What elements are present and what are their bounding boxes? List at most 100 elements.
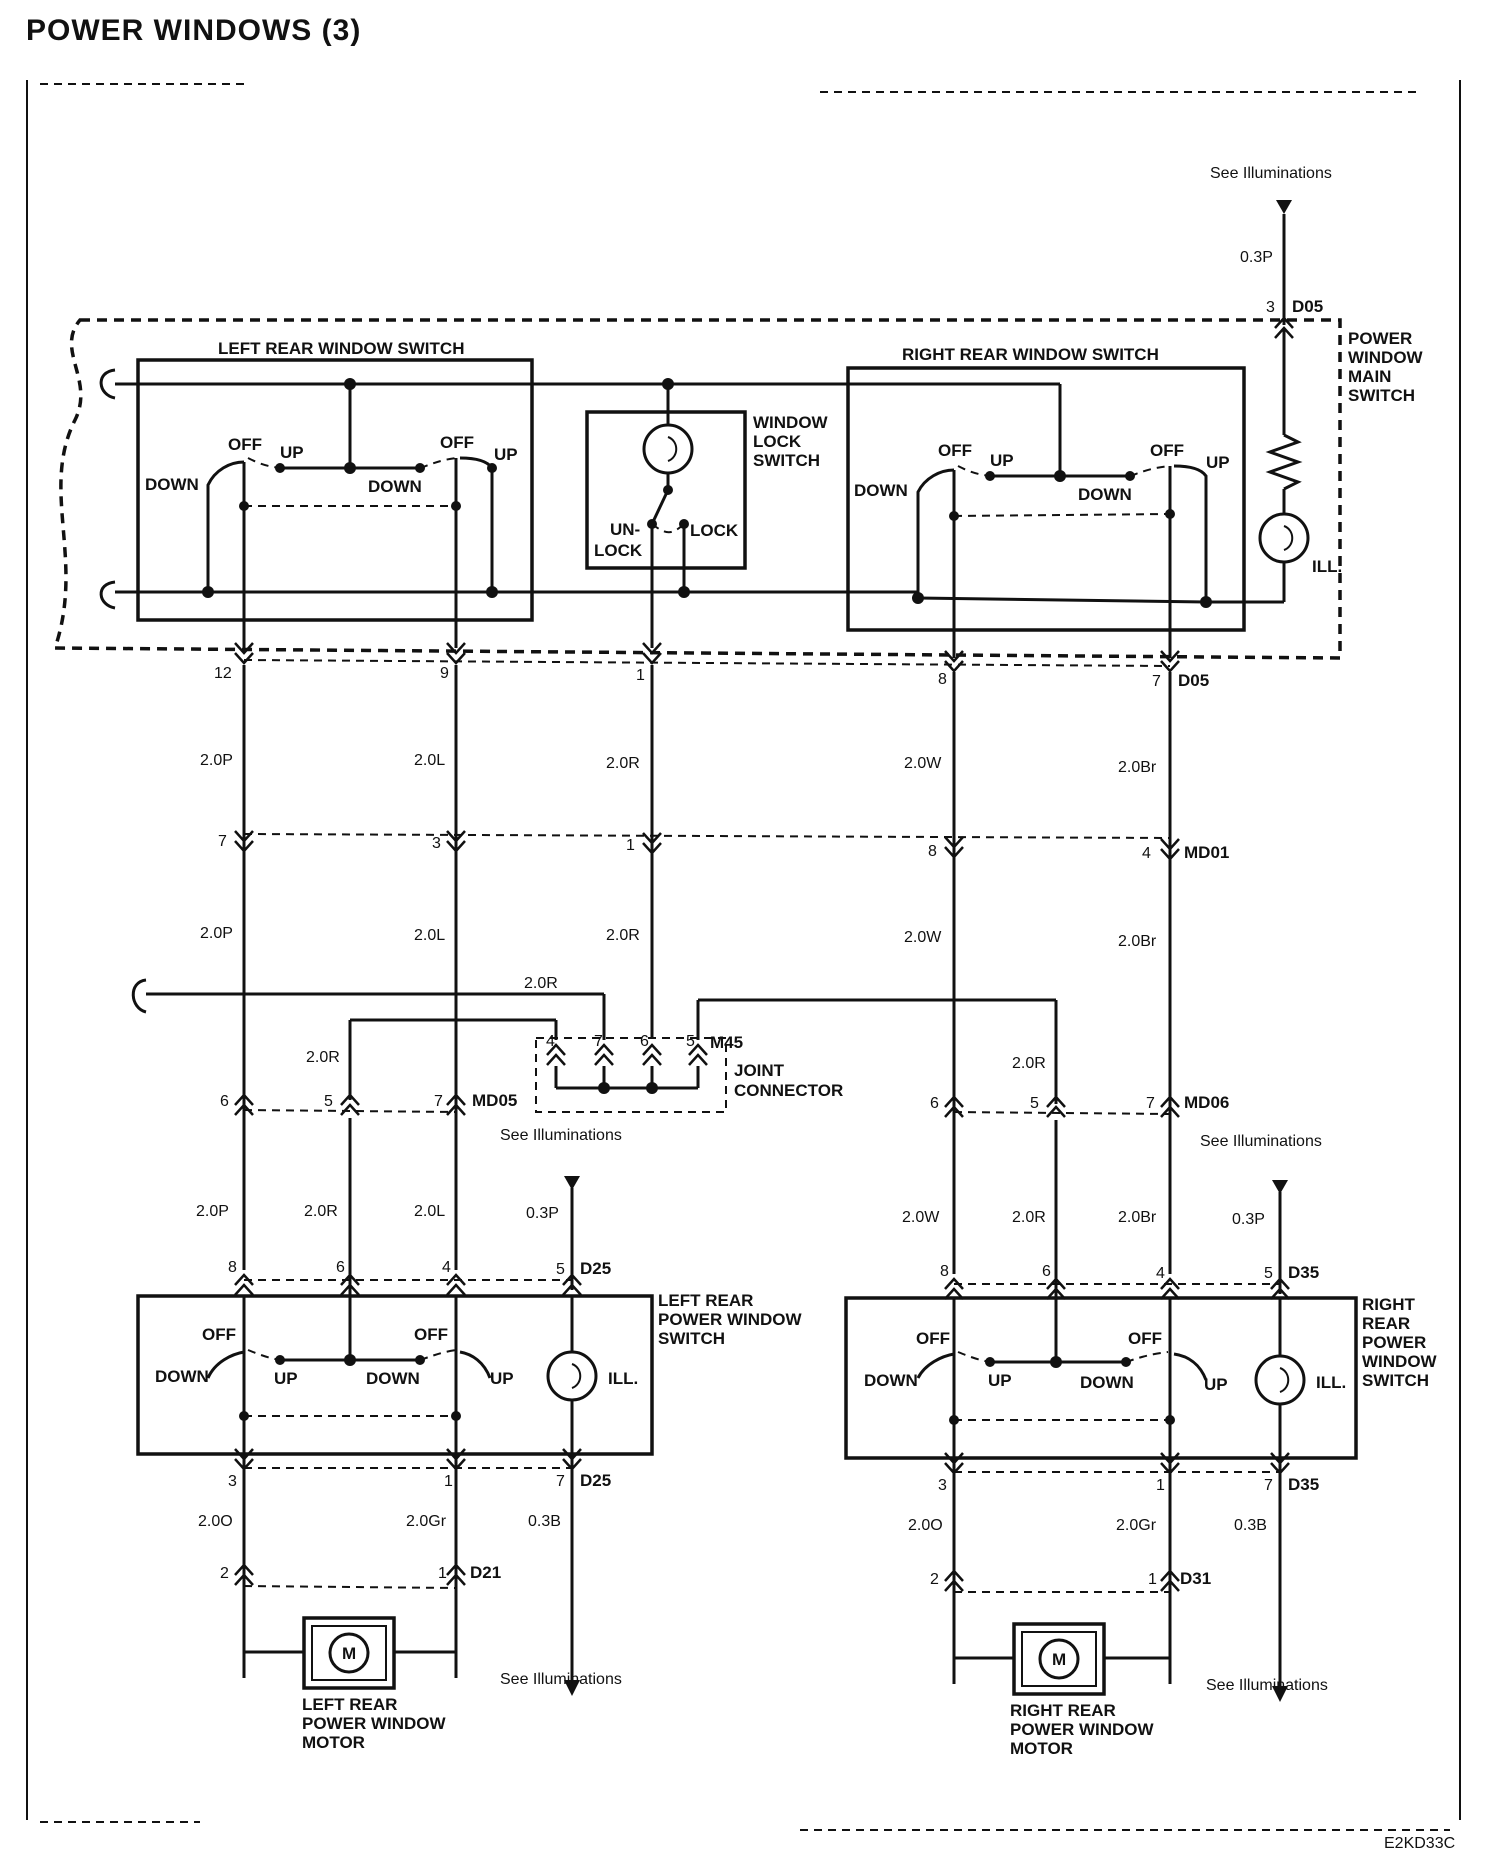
svg-text:1: 1 (636, 667, 645, 684)
svg-text:3: 3 (228, 1473, 237, 1490)
svg-text:D31: D31 (1180, 1569, 1211, 1588)
svg-text:9: 9 (440, 665, 449, 682)
svg-text:2.0O: 2.0O (198, 1513, 233, 1530)
svg-text:8: 8 (938, 671, 947, 688)
svg-text:LOCK: LOCK (753, 432, 802, 451)
svg-text:6: 6 (640, 1033, 649, 1050)
wire-labels-2: 2.0P 2.0L 2.0R 2.0W 2.0Br (200, 925, 1157, 950)
svg-text:4: 4 (1142, 845, 1151, 862)
svg-text:RIGHT REAR: RIGHT REAR (1010, 1701, 1116, 1720)
svg-text:RIGHT: RIGHT (1362, 1295, 1416, 1314)
svg-text:12: 12 (214, 665, 232, 682)
connector-d21: 2 1 D21 (220, 1563, 501, 1589)
svg-text:POWER WINDOW: POWER WINDOW (658, 1310, 802, 1329)
svg-text:7: 7 (1146, 1095, 1155, 1112)
svg-text:WINDOW: WINDOW (1362, 1352, 1438, 1371)
left-rear-power-window-switch: 8 6 4 5 D25 ILL. OFF DOWN UP OFF DOWN UP… (136, 1259, 802, 1490)
svg-text:JOINT: JOINT (734, 1061, 785, 1080)
svg-text:1: 1 (1148, 1571, 1157, 1588)
svg-text:OFF: OFF (1128, 1329, 1162, 1348)
svg-text:D05: D05 (1292, 297, 1323, 316)
svg-text:OFF: OFF (414, 1325, 448, 1344)
svg-text:1: 1 (444, 1473, 453, 1490)
svg-text:UN-: UN- (610, 520, 640, 539)
svg-text:2.0R: 2.0R (606, 927, 640, 944)
svg-text:0.3P: 0.3P (1240, 249, 1273, 266)
wire-labels-3: 2.0P 2.0R 2.0L 0.3P 2.0W 2.0R 2.0Br 0.3P (196, 1203, 1265, 1228)
svg-text:POWER: POWER (1348, 329, 1412, 348)
svg-text:UP: UP (494, 445, 518, 464)
svg-text:MAIN: MAIN (1348, 367, 1391, 386)
svg-text:5: 5 (1030, 1095, 1039, 1112)
svg-text:2.0P: 2.0P (200, 752, 233, 769)
svg-text:D05: D05 (1178, 671, 1209, 690)
svg-text:POWER WINDOW: POWER WINDOW (1010, 1720, 1154, 1739)
svg-text:2.0L: 2.0L (414, 1203, 445, 1220)
svg-text:2.0L: 2.0L (414, 752, 445, 769)
svg-text:7: 7 (218, 833, 227, 850)
svg-text:2: 2 (930, 1571, 939, 1588)
svg-text:8: 8 (940, 1263, 949, 1280)
connector-md01: 7 3 1 8 4 MD01 (218, 829, 1229, 862)
left-rear-window-switch-label: LEFT REAR WINDOW SWITCH (218, 339, 464, 358)
svg-text:D25: D25 (580, 1471, 611, 1490)
svg-text:UP: UP (280, 443, 304, 462)
svg-text:2.0R: 2.0R (304, 1203, 338, 1220)
svg-text:6: 6 (1042, 1263, 1051, 1280)
svg-text:2.0R: 2.0R (306, 1049, 340, 1066)
svg-text:LEFT REAR: LEFT REAR (658, 1291, 753, 1310)
svg-text:2.0R: 2.0R (1012, 1209, 1046, 1226)
svg-text:5: 5 (324, 1093, 333, 1110)
svg-text:POWER: POWER (1362, 1333, 1426, 1352)
svg-text:D35: D35 (1288, 1475, 1319, 1494)
svg-text:4: 4 (442, 1259, 451, 1276)
svg-text:SWITCH: SWITCH (1348, 386, 1415, 405)
svg-text:DOWN: DOWN (368, 477, 422, 496)
svg-text:2.0Br: 2.0Br (1118, 759, 1157, 776)
svg-text:DOWN: DOWN (145, 475, 199, 494)
svg-text:ILL.: ILL. (1316, 1373, 1346, 1392)
see-illuminations-right: See Illuminations (1200, 1133, 1322, 1150)
svg-text:DOWN: DOWN (1078, 485, 1132, 504)
svg-text:2.0R: 2.0R (524, 975, 558, 992)
svg-text:WINDOW: WINDOW (753, 413, 829, 432)
svg-text:7: 7 (556, 1473, 565, 1490)
svg-text:0.3B: 0.3B (528, 1513, 561, 1530)
wire-labels-1: 2.0P 2.0L 2.0R 2.0W 2.0Br (200, 752, 1157, 776)
svg-text:6: 6 (930, 1095, 939, 1112)
svg-text:3: 3 (432, 835, 441, 852)
svg-text:2.0R: 2.0R (606, 755, 640, 772)
motor-wires: 2.0O 2.0Gr 0.3B 2.0O 2.0Gr 0.3B See Illu… (198, 1464, 1328, 1702)
svg-text:M45: M45 (710, 1033, 743, 1052)
diagram-code: E2KD33C (1384, 1835, 1455, 1852)
svg-text:OFF: OFF (938, 441, 972, 460)
svg-text:MOTOR: MOTOR (1010, 1739, 1073, 1758)
svg-text:DOWN: DOWN (854, 481, 908, 500)
svg-text:UP: UP (274, 1369, 298, 1388)
page-frame (26, 80, 1461, 1831)
svg-text:DOWN: DOWN (155, 1367, 209, 1386)
svg-text:8: 8 (228, 1259, 237, 1276)
svg-text:7: 7 (1264, 1477, 1273, 1494)
svg-text:OFF: OFF (202, 1325, 236, 1344)
svg-text:2.0P: 2.0P (200, 925, 233, 942)
harness-wires (242, 665, 1172, 1274)
svg-text:ILL.: ILL. (608, 1369, 638, 1388)
page-title: POWER WINDOWS (3) (26, 14, 362, 47)
see-illuminations-bottom-right: See Illuminations (1206, 1677, 1328, 1694)
svg-text:ILL.: ILL. (1312, 557, 1342, 576)
svg-text:2.0W: 2.0W (902, 1209, 940, 1226)
joint-connector-m45: 2.0R 4 7 6 5 M45 JOINT CONNECTOR 2.0R 2.… (131, 975, 1058, 1113)
svg-text:DOWN: DOWN (1080, 1373, 1134, 1392)
svg-text:2.0L: 2.0L (414, 927, 445, 944)
svg-text:SWITCH: SWITCH (753, 451, 820, 470)
svg-text:1: 1 (438, 1565, 447, 1582)
svg-text:LOCK: LOCK (690, 521, 739, 540)
svg-text:7: 7 (434, 1093, 443, 1110)
see-illuminations-top: See Illuminations (1210, 165, 1332, 182)
svg-text:2.0Gr: 2.0Gr (406, 1513, 447, 1530)
svg-text:SWITCH: SWITCH (658, 1329, 725, 1348)
svg-text:7: 7 (1152, 673, 1161, 690)
svg-text:4: 4 (546, 1033, 555, 1050)
